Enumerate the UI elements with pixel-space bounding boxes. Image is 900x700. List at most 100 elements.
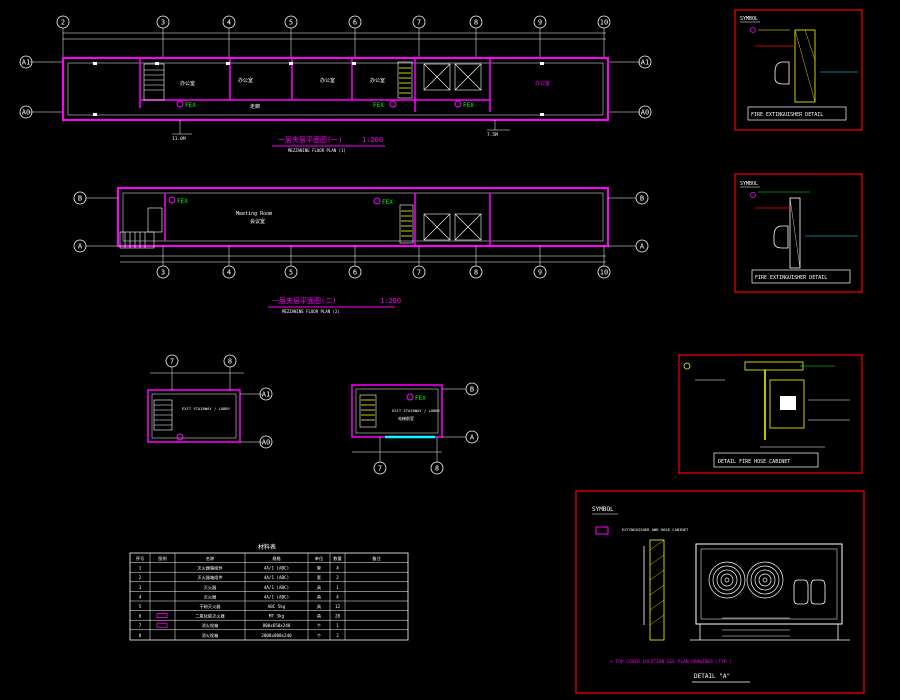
- schedule-cell: 具: [317, 614, 322, 620]
- plan2-grid-bubble: [533, 265, 547, 279]
- partial1-wall: [147, 389, 241, 443]
- hose-reel-icon: [780, 396, 796, 410]
- plan1-grid-side-label: A0: [641, 109, 649, 117]
- partial2-grid-side-label: A: [470, 434, 475, 442]
- plan1-grid-bubble: [156, 15, 170, 29]
- schedule-cell: 1: [336, 623, 339, 628]
- plan1-scale: 1:200: [362, 136, 383, 144]
- schedule-cell: 二氧化碳灭火器: [195, 613, 225, 620]
- schedule-cell: 12: [335, 604, 341, 609]
- plan2-subtitle: MEZZANINE FLOOR PLAN (2): [282, 309, 340, 314]
- partial1-grid-bubble: [165, 354, 179, 368]
- plan1-stair-left: [143, 63, 165, 101]
- schedule-header: 图例: [158, 555, 166, 562]
- schedule-cell: 具: [317, 594, 322, 600]
- schedule-cell: 具: [317, 604, 322, 610]
- plan2-grid-bubble: [412, 265, 426, 279]
- partial1-grid-side-label: A1: [262, 391, 270, 399]
- room-label: 办公室: [180, 80, 195, 87]
- cabinet-legend: EXTINGUISHER AND HOSE CABINET: [622, 527, 689, 532]
- plan1-note: 11.0M: [172, 136, 186, 142]
- fex-label: FEX: [185, 102, 196, 109]
- room-label: 办公室: [320, 77, 335, 84]
- schedule-header: 序号: [136, 555, 144, 562]
- plan2-grid-side-label: A: [640, 243, 645, 251]
- schedule-cell: 灭火器: [204, 585, 217, 591]
- plan2-grid-label: 9: [538, 269, 542, 277]
- schedule-header: 单位: [315, 555, 323, 562]
- plan2-grid-side-label: B: [640, 195, 644, 203]
- schedule-cell: 8: [139, 633, 142, 638]
- symbol-label: SYMBOL: [592, 506, 614, 513]
- plan2-grid-bubble: [156, 265, 170, 279]
- plan1-grid-side-bubble: [638, 105, 652, 119]
- plan2-grid-bubble: [597, 265, 611, 279]
- partial1-grid-side-bubble: [259, 387, 273, 401]
- schedule-cell: 6: [139, 614, 142, 619]
- detail-caption: FIRE EXTINGUISHER DETAIL: [755, 275, 827, 281]
- schedule-cell: 4A/1 (ABC): [264, 594, 289, 599]
- detail-caption: DETAIL "A": [694, 673, 730, 680]
- fire-extinguisher-icon: [810, 579, 826, 605]
- fire-extinguisher-icon: [750, 192, 756, 198]
- partial2-room-label: EXIT STAIRWAY / LOBBY: [392, 408, 441, 413]
- cabinet-symbol-icon: [595, 526, 609, 535]
- cabinet-symbol-icon: [156, 622, 168, 628]
- plan1-grid-bubble: [469, 15, 483, 29]
- plan2-grid-side-label: A: [78, 243, 83, 251]
- room-label: 办公室: [238, 77, 253, 84]
- partial1-room-label: EXIT STAIRWAY / LOBBY: [182, 406, 231, 411]
- plan1-title: 一层夹层平面图(一): [278, 135, 342, 144]
- cabinet-note: • TOP COVER LOCATION SEE PLAN DRAWINGS (…: [610, 659, 732, 665]
- plan1-grid-side-bubble: [19, 55, 33, 69]
- plan2-grid-bubble: [222, 265, 236, 279]
- plan2-partitions: [164, 193, 491, 246]
- schedule-header: 备注: [372, 555, 381, 562]
- hose-symbol-icon: [683, 362, 691, 370]
- partial2-room-label-cn: 电梯前室: [398, 415, 414, 421]
- partial1-grid-side-bubble: [259, 435, 273, 449]
- schedule-cell: 4A/1 (ABC): [264, 585, 289, 590]
- fire-extinguisher-icon: [406, 393, 414, 401]
- schedule-header: 名称: [206, 555, 214, 562]
- partial2-grid-label: 7: [378, 465, 382, 473]
- room-label: 办公室: [535, 80, 550, 87]
- plan2-grid-side-bubble: [635, 239, 649, 253]
- schedule-cell: 5: [139, 604, 142, 609]
- plan1-grid-bubble: [348, 15, 362, 29]
- fire-extinguisher-icon: [168, 196, 176, 204]
- plan2-grid-bubble: [348, 265, 362, 279]
- plan1-grid-side-bubble: [638, 55, 652, 69]
- schedule-cell: 4A/1 (ABC): [264, 575, 289, 580]
- plan1-grid-label: 4: [227, 19, 231, 27]
- plan2-outer-wall: [117, 187, 609, 247]
- plan1-grid-bubble: [412, 15, 426, 29]
- schedule-cell: 2: [336, 633, 339, 638]
- schedule-cell: 1: [336, 585, 339, 590]
- partial2-grid-label: 8: [435, 465, 439, 473]
- detail-fire-extinguisher-2: SYMBOL FIRE EXTINGUISHER DETAIL: [734, 173, 863, 293]
- schedule-cell: 7: [139, 623, 142, 628]
- hose-reel-icon: [746, 561, 784, 599]
- schedule-cell: 1: [139, 566, 142, 571]
- plan2-scale: 1:200: [380, 297, 401, 305]
- schedule-cell: 套: [317, 574, 322, 581]
- plan2-grid-label: 5: [289, 269, 293, 277]
- plan2-grid-label: 8: [474, 269, 478, 277]
- schedule-cell: 2: [336, 575, 339, 580]
- detail-fire-hose-cabinet: DETAIL FIRE HOSE CABINET: [678, 354, 863, 474]
- plan2-grid-label: 4: [227, 269, 231, 277]
- plan2-stair-right: [399, 204, 414, 244]
- plan1-grid-bubble: [56, 15, 70, 29]
- plan1-leaders: [172, 120, 510, 135]
- schedule-cell: 干粉灭火器: [200, 603, 222, 610]
- schedule-cell: 套: [317, 565, 322, 572]
- partial1-stair: [153, 399, 173, 431]
- plan1-grid-label: 8: [474, 19, 478, 27]
- plan1-grid-side-label: A1: [22, 59, 30, 67]
